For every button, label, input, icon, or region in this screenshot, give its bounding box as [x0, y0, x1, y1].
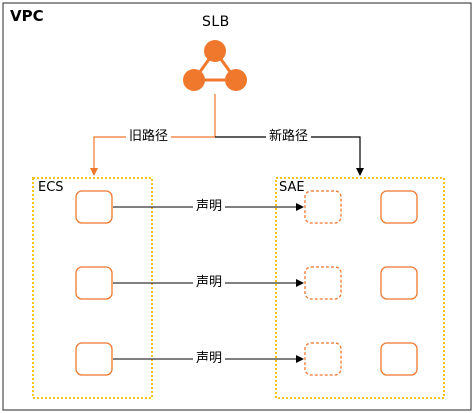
sae-instance-1	[380, 190, 418, 224]
sae-instance-3	[380, 342, 418, 376]
declare-label-1: 声明	[193, 199, 226, 215]
declare-label-3: 声明	[193, 351, 226, 367]
ecs-group-box	[32, 177, 153, 399]
new-path-label: 新路径	[266, 129, 312, 145]
slb-label: SLB	[202, 14, 230, 30]
ecs-instance-3	[75, 342, 113, 376]
new-path-line	[215, 136, 364, 176]
sae-pending-instance-2	[304, 266, 342, 300]
sae-group-label: SAE	[279, 180, 305, 195]
sae-pending-instance-1	[304, 190, 342, 224]
load-balancer-icon	[183, 40, 247, 91]
old-path-label: 旧路径	[126, 129, 172, 145]
ecs-instance-1	[75, 190, 113, 224]
sae-group-box	[275, 177, 445, 399]
ecs-group-label: ECS	[38, 180, 64, 195]
vpc-label: VPC	[10, 7, 44, 25]
sae-pending-instance-3	[304, 342, 342, 376]
ecs-instance-2	[75, 266, 113, 300]
declare-label-2: 声明	[193, 275, 226, 291]
sae-instance-2	[380, 266, 418, 300]
